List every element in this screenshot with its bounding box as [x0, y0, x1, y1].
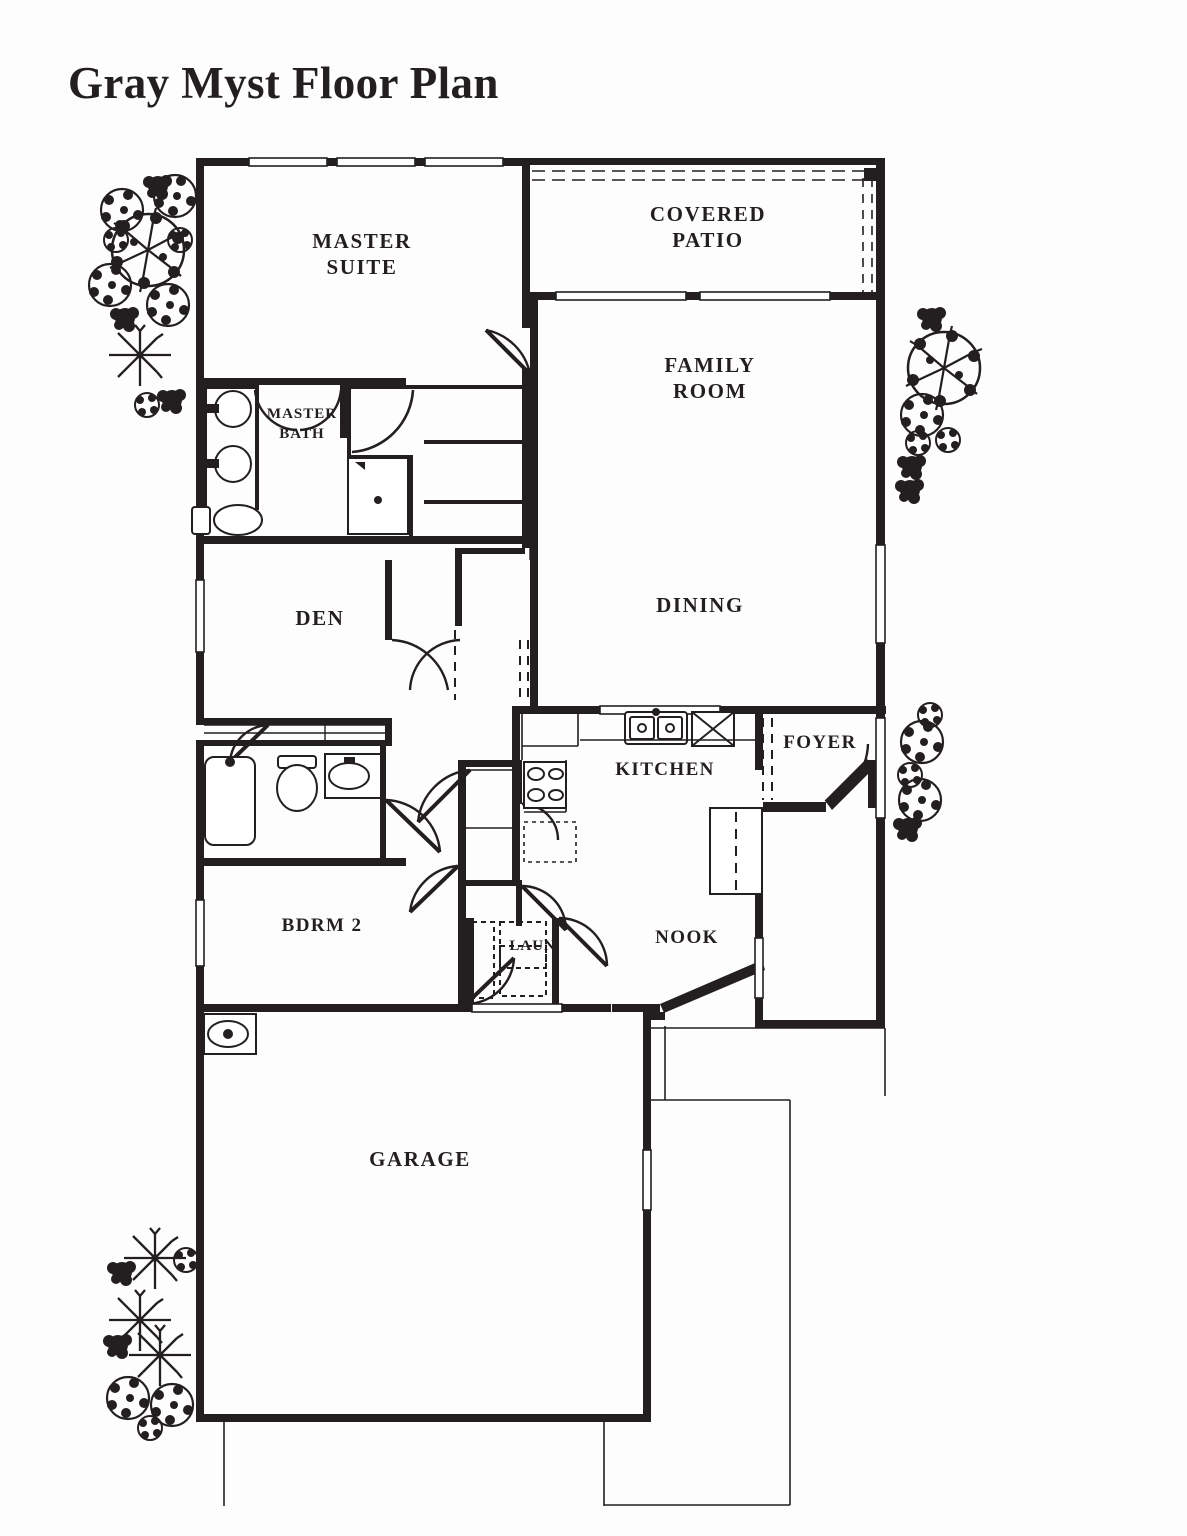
- room-label-master-bath-line2: BATH: [279, 426, 324, 442]
- shrubs-upper-left: [87, 173, 198, 418]
- room-label-covered-patio: COVERED: [650, 202, 766, 226]
- room-label-foyer: FOYER: [783, 732, 857, 753]
- water-heater-icon: [203, 1013, 257, 1055]
- fixture-group: [191, 390, 763, 1055]
- island-icon: [709, 807, 763, 895]
- room-label-family-room-line2: ROOM: [673, 379, 747, 403]
- room-label-family-room: FAMILY: [664, 353, 755, 377]
- double-sink-icon: [624, 708, 688, 745]
- room-label-laundry: LAUN.: [509, 938, 560, 954]
- room-label-covered-patio-line2: PATIO: [672, 228, 743, 252]
- shower-icon: [347, 457, 409, 535]
- shrubs-upper-right: [895, 307, 984, 504]
- sink-icon: [205, 390, 252, 483]
- shrubs-lower-left: [103, 1226, 199, 1441]
- vanity-icon: [324, 753, 382, 799]
- dishwasher-icon: [691, 711, 735, 747]
- window-group: [195, 157, 886, 1211]
- room-label-garage: GARAGE: [369, 1147, 471, 1171]
- washer-dryer-icon: [471, 921, 547, 999]
- room-label-master-bath: MASTER: [267, 406, 337, 422]
- room-label-den: DEN: [295, 606, 344, 630]
- toilet-icon: [276, 755, 318, 812]
- cooktop-icon: [523, 761, 567, 809]
- room-label-group: MASTER SUITE COVERED PATIO FAMILY ROOM M…: [267, 202, 857, 1171]
- room-label-bdrm-2: BDRM 2: [282, 915, 363, 936]
- room-label-kitchen: KITCHEN: [615, 759, 715, 780]
- room-label-nook: NOOK: [655, 927, 719, 948]
- toilet-icon: [191, 504, 263, 536]
- room-label-master-suite: MASTER: [312, 229, 411, 253]
- room-label-dining: DINING: [656, 593, 744, 617]
- shrubs-mid-right: [893, 702, 945, 842]
- detail-lines: [223, 168, 886, 1506]
- page-title: Gray Myst Floor Plan: [68, 58, 499, 108]
- bathtub-icon: [204, 756, 256, 846]
- door-group: [228, 328, 874, 1006]
- room-label-master-suite-line2: SUITE: [326, 255, 397, 279]
